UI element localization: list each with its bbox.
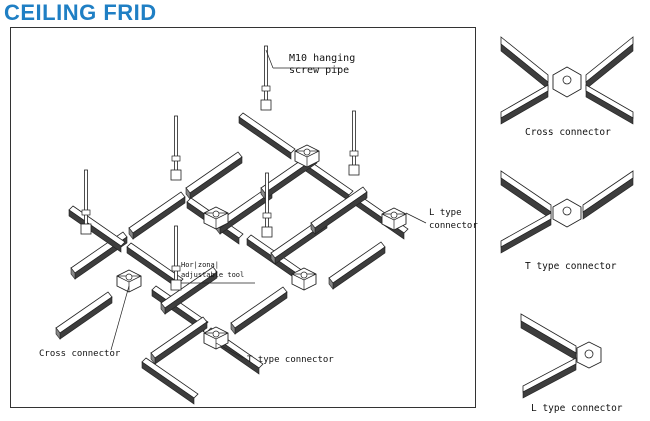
- grid-assembly-drawing: [55, 45, 427, 405]
- label-m10-line2: screw pipe: [289, 65, 350, 76]
- label-l-type-line1: L type: [429, 208, 462, 218]
- label-l-type-line2: connector: [429, 221, 478, 231]
- t-type-connector-panel: T type connector: [493, 153, 641, 277]
- cross-connector-panel: Cross connector: [493, 27, 641, 150]
- t-type-connector-drawing: [500, 170, 634, 254]
- label-horizontal-line1: Hor|zona|: [181, 261, 219, 269]
- page-title: CEILING FRID: [4, 0, 157, 25]
- l-type-connector-caption: L type connector: [531, 403, 623, 414]
- l-type-connector-panel: L type connector: [501, 296, 643, 418]
- l-type-connector-drawing: [520, 313, 602, 399]
- label-m10-line1: M10 hanging: [289, 53, 356, 64]
- cross-connector-drawing: [500, 36, 634, 125]
- label-t-type-connector: T type connector: [247, 355, 334, 365]
- label-cross-connector: Cross connector: [39, 349, 121, 359]
- ceiling-grid-diagram: M10 hanging screw pipe Hor|zona| adjusta…: [10, 27, 478, 408]
- t-type-connector-caption: T type connector: [525, 261, 617, 272]
- label-horizontal-line2: adjustable tool: [181, 271, 245, 279]
- cross-connector-caption: Cross connector: [525, 127, 611, 138]
